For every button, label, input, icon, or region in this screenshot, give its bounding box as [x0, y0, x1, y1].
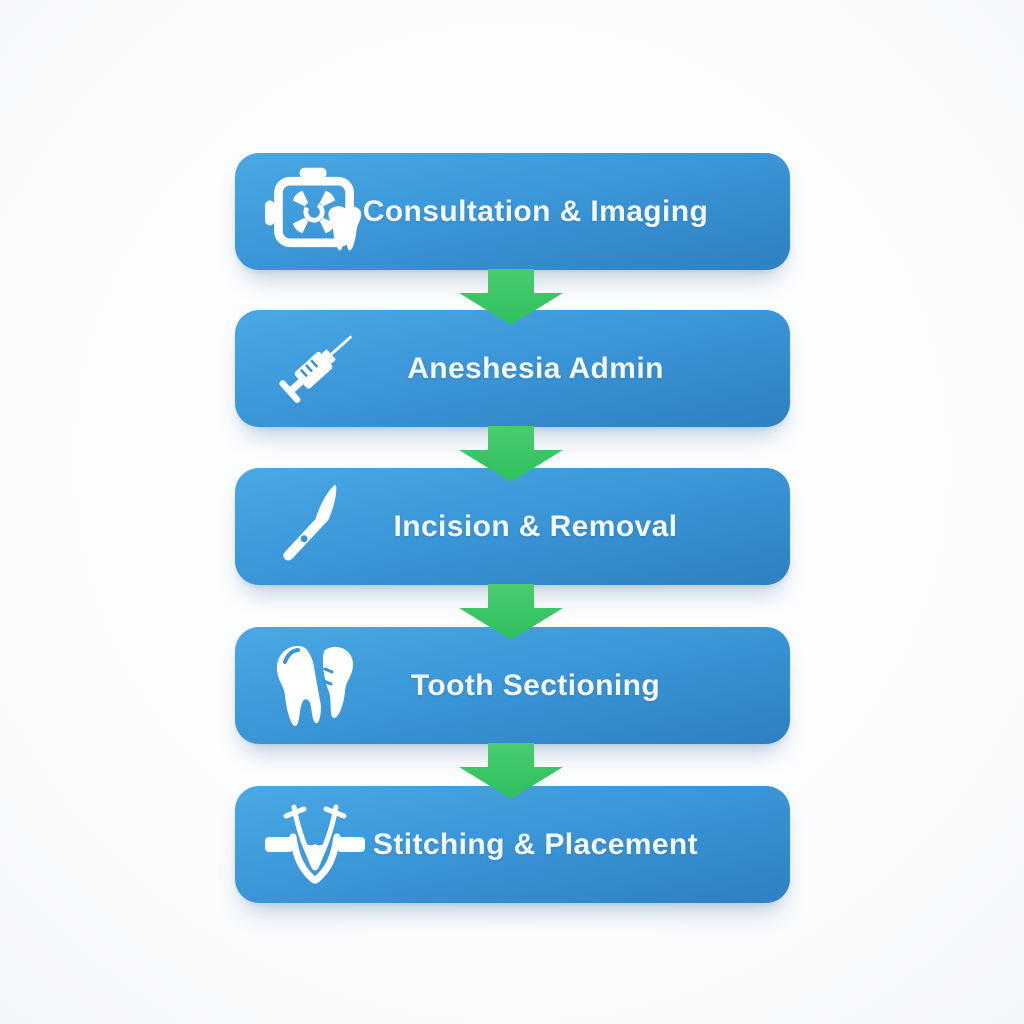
scalpel-icon [265, 477, 365, 577]
sectioned-tooth-icon [265, 636, 365, 736]
flow-down-arrow-icon [459, 426, 563, 482]
step-label: Aneshesia Admin [407, 351, 664, 385]
step-incision-removal: Incision & Removal [235, 468, 790, 585]
syringe-icon [265, 319, 365, 419]
flow-down-arrow-icon [459, 584, 563, 640]
step-label: Consultation & Imaging [362, 194, 709, 228]
step-consultation-imaging: Consultation & Imaging [235, 153, 790, 270]
step-anesthesia-admin: Aneshesia Admin [235, 310, 790, 427]
step-label: Stitching & Placement [372, 827, 699, 861]
suture-icon [265, 795, 365, 895]
step-label: Tooth Sectioning [410, 668, 661, 702]
flow-down-arrow-icon [459, 269, 563, 325]
step-stitching-placement: Stitching & Placement [235, 786, 790, 903]
step-label: Incision & Removal [393, 509, 678, 543]
step-tooth-sectioning: Tooth Sectioning [235, 627, 790, 744]
xray-imaging-icon [265, 162, 365, 262]
flow-down-arrow-icon [459, 743, 563, 799]
